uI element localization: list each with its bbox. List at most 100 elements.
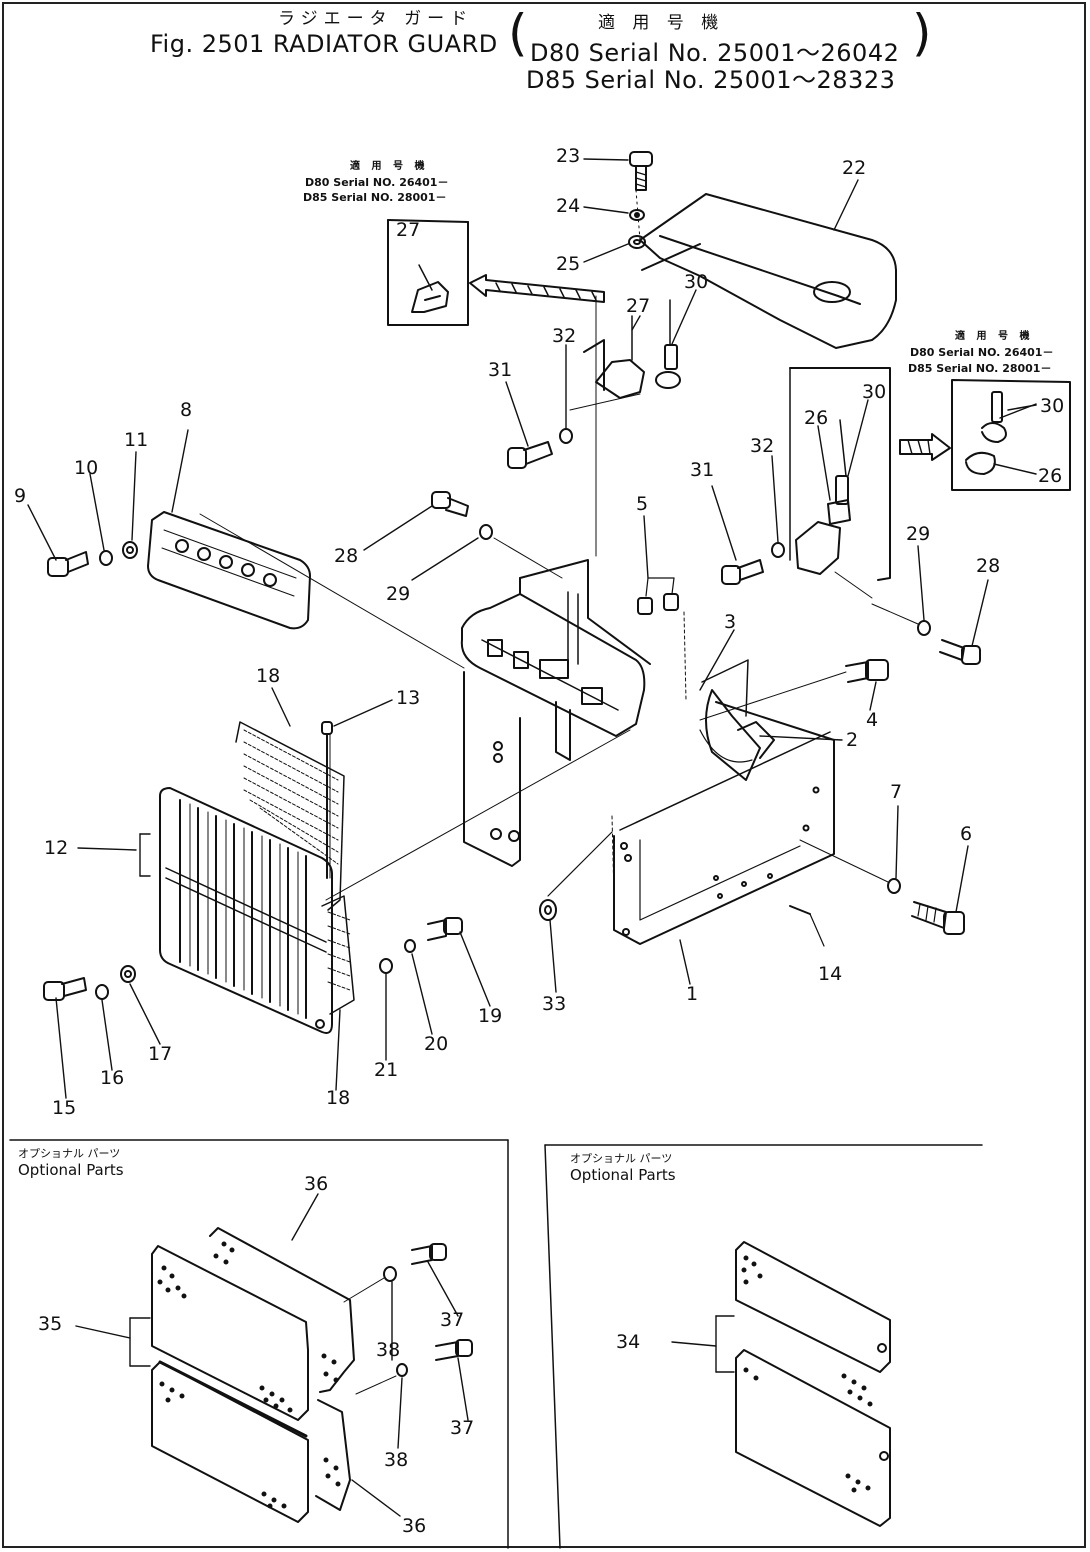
callout-33: 33 bbox=[542, 993, 567, 1015]
callout-4: 4 bbox=[866, 709, 879, 731]
knob-part-30 bbox=[655, 299, 681, 389]
optional-right-label: Optional Parts bbox=[570, 1166, 676, 1184]
note-right-d85: D85 Serial NO. 28001－ bbox=[908, 362, 1052, 375]
pin-13 bbox=[321, 721, 333, 879]
callout-25: 25 bbox=[556, 253, 581, 275]
detail-box-right bbox=[951, 379, 1071, 491]
note-right-d80: D80 Serial NO. 26401－ bbox=[910, 346, 1054, 359]
callout-10: 10 bbox=[74, 457, 99, 479]
optional-bolt-37 bbox=[411, 1243, 473, 1361]
washer-21 bbox=[379, 958, 393, 974]
bolt-9 bbox=[47, 551, 89, 577]
bolt-19 bbox=[427, 917, 463, 941]
bolt-28-right bbox=[939, 639, 981, 665]
callout-26-detail: 26 bbox=[1038, 465, 1063, 487]
callout-30-detail: 30 bbox=[1040, 395, 1065, 417]
callout-12: 12 bbox=[44, 837, 69, 859]
optional-washer-38 bbox=[343, 1266, 408, 1395]
note-left-d85: D85 Serial NO. 28001－ bbox=[303, 191, 447, 204]
figure-title: Fig. 2501 RADIATOR GUARD bbox=[150, 30, 498, 58]
bolt-31-upper bbox=[507, 441, 553, 469]
top-cover-part-22 bbox=[639, 193, 897, 349]
bolt-6 bbox=[911, 901, 965, 935]
arrow-left-detail bbox=[469, 274, 605, 303]
bolt-15 bbox=[43, 977, 87, 1001]
callout-13: 13 bbox=[396, 687, 421, 709]
header-right-paren: ) bbox=[912, 4, 932, 62]
callout-20: 20 bbox=[424, 1033, 449, 1055]
callout-36-upper: 36 bbox=[304, 1173, 329, 1195]
callout-21: 21 bbox=[374, 1059, 399, 1081]
optional-left-japanese: オプショナル パーツ bbox=[18, 1147, 121, 1160]
callout-7: 7 bbox=[890, 781, 903, 803]
support-frame bbox=[460, 295, 651, 867]
leader-lines bbox=[27, 158, 1037, 1517]
hinge-bracket-part-27 bbox=[569, 315, 645, 411]
callout-36-lower: 36 bbox=[402, 1515, 427, 1537]
detail-box-left bbox=[387, 219, 469, 326]
nut-5 bbox=[637, 577, 687, 701]
washer-16 bbox=[95, 984, 109, 1000]
radiator-grille-part-12 bbox=[159, 787, 333, 1034]
washer-17 bbox=[120, 965, 136, 983]
callout-3: 3 bbox=[724, 611, 737, 633]
note-left-d80: D80 Serial NO. 26401－ bbox=[305, 176, 449, 189]
bolt-28-left bbox=[431, 491, 469, 517]
callout-6: 6 bbox=[960, 823, 973, 845]
washer-25 bbox=[628, 235, 646, 249]
callout-24: 24 bbox=[556, 195, 581, 217]
optional-right-japanese: オプショナル パーツ bbox=[570, 1152, 673, 1165]
callout-28-right: 28 bbox=[976, 555, 1001, 577]
callout-32-upper: 32 bbox=[552, 325, 577, 347]
callout-29-left: 29 bbox=[386, 583, 411, 605]
optional-left-label: Optional Parts bbox=[18, 1161, 124, 1179]
callout-31-upper: 31 bbox=[488, 359, 513, 381]
bolt-4 bbox=[699, 659, 889, 721]
washer-29-right bbox=[871, 603, 931, 636]
washer-29-left bbox=[479, 524, 563, 579]
washer-11 bbox=[122, 541, 138, 559]
washer-32-lower bbox=[771, 542, 785, 558]
callout-26: 26 bbox=[804, 407, 829, 429]
header-left-paren: ( bbox=[508, 4, 528, 62]
washer-24 bbox=[629, 209, 645, 221]
side-plate-part-1 bbox=[611, 701, 835, 945]
optional-screen-part-35 bbox=[151, 1245, 309, 1523]
note-right-japanese: 適 用 号 機 bbox=[955, 331, 1034, 342]
callout-37-lower: 37 bbox=[450, 1417, 475, 1439]
washer-7 bbox=[799, 839, 901, 894]
pin-14 bbox=[789, 905, 825, 947]
optional-screen-part-36 bbox=[209, 1227, 355, 1511]
callout-19: 19 bbox=[478, 1005, 503, 1027]
callout-18-upper: 18 bbox=[256, 665, 281, 687]
applicability-japanese: 適 用 号 機 bbox=[598, 13, 725, 33]
callout-22: 22 bbox=[842, 157, 867, 179]
callout-27-detail: 27 bbox=[396, 219, 421, 241]
callout-23: 23 bbox=[556, 145, 581, 167]
callout-27: 27 bbox=[626, 295, 651, 317]
callout-30-upper: 30 bbox=[684, 271, 709, 293]
callout-17: 17 bbox=[148, 1043, 173, 1065]
callout-32-lower: 32 bbox=[750, 435, 775, 457]
callout-37-upper: 37 bbox=[440, 1309, 465, 1331]
callout-8: 8 bbox=[180, 399, 193, 421]
callout-28-left: 28 bbox=[334, 545, 359, 567]
arrow-right-detail bbox=[899, 433, 951, 461]
callout-2: 2 bbox=[846, 729, 859, 751]
callout-38-upper: 38 bbox=[376, 1339, 401, 1361]
callout-29-right: 29 bbox=[906, 523, 931, 545]
optional-screen-part-34 bbox=[735, 1241, 891, 1527]
bolt-31-lower bbox=[721, 559, 764, 585]
bolt-23 bbox=[629, 151, 653, 241]
fan-cover-part-2 bbox=[699, 659, 775, 781]
callout-16: 16 bbox=[100, 1067, 125, 1089]
washer-20 bbox=[404, 939, 416, 953]
callout-30-middle: 30 bbox=[862, 381, 887, 403]
note-left-japanese: 適 用 号 機 bbox=[350, 161, 429, 172]
callout-31-lower: 31 bbox=[690, 459, 715, 481]
callout-15: 15 bbox=[52, 1097, 77, 1119]
serial-range-d80: D80 Serial No. 25001～26042 bbox=[530, 39, 900, 67]
